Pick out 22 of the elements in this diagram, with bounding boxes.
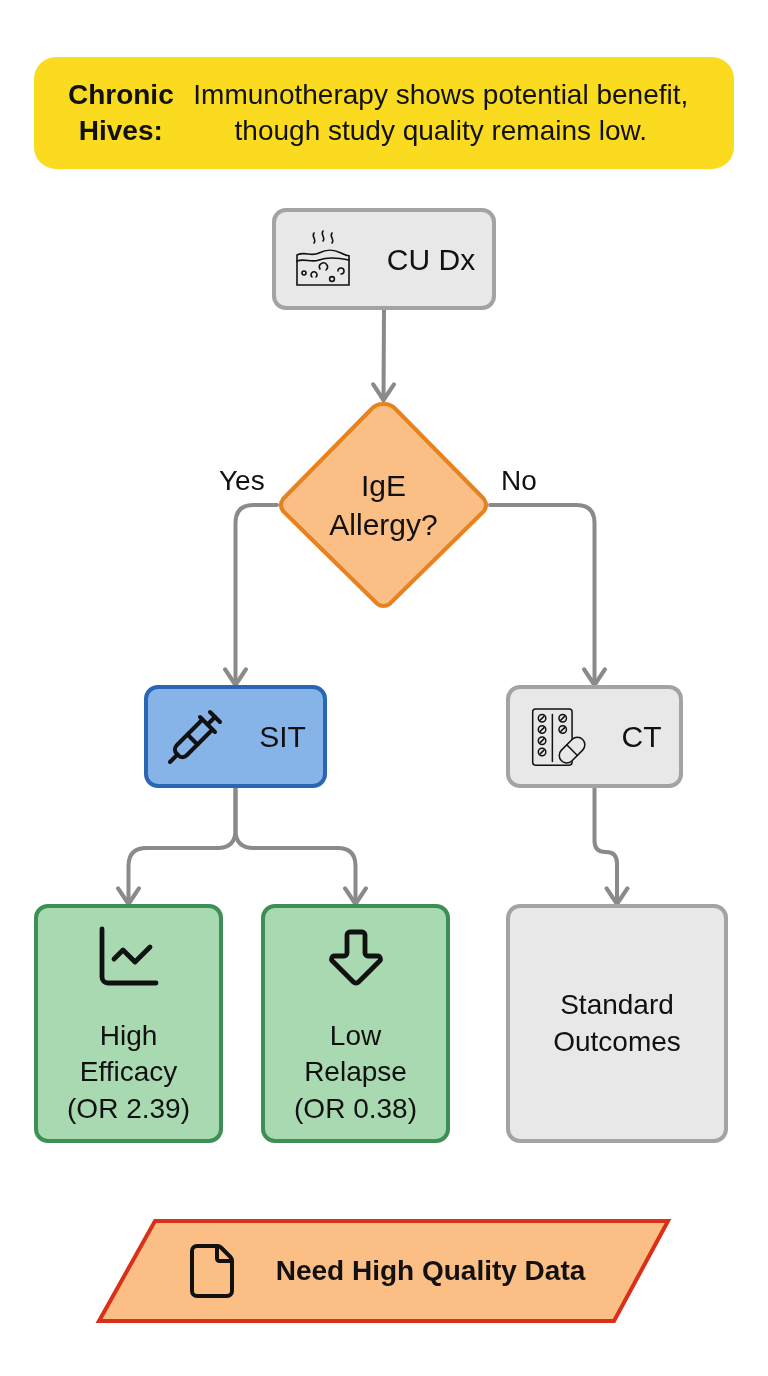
node-label: IgE Allergy? <box>328 468 439 543</box>
arrow <box>233 786 368 907</box>
arrow <box>371 308 397 403</box>
note-parallelogram <box>97 1219 670 1323</box>
node-label: CT <box>621 719 662 755</box>
outcome-box <box>261 904 450 1143</box>
outcome-box <box>506 904 728 1143</box>
node-label: SIT <box>259 719 306 755</box>
process-box <box>272 208 496 310</box>
node-label: Standard Outcomes <box>552 988 682 1059</box>
process-box <box>506 685 683 788</box>
arrow <box>223 503 279 688</box>
title-banner: Chronic Hives: Immunotherapy shows potential benefit, though study quality remains low. <box>34 57 734 169</box>
node-label: Low Relapse (OR 0.38) <box>293 1018 418 1126</box>
decision-diamond <box>277 400 490 610</box>
arrow <box>488 503 607 688</box>
node-label: Need High Quality Data <box>275 1253 586 1288</box>
node-label: CU Dx <box>386 241 476 278</box>
outcome-box <box>34 904 223 1143</box>
process-box <box>144 685 327 788</box>
node-label: High Efficacy (OR 2.39) <box>66 1018 191 1126</box>
arrow <box>592 786 630 907</box>
